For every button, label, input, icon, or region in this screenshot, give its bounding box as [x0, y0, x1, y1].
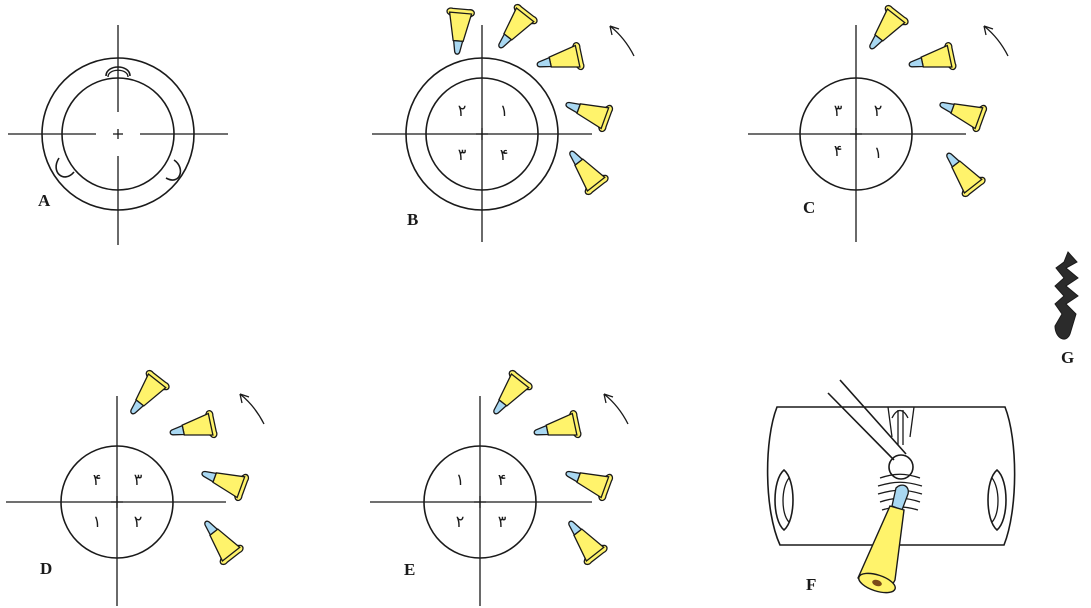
- panel-label: G: [1061, 348, 1074, 367]
- panel-label: D: [40, 559, 52, 578]
- pipe-body: [766, 406, 1016, 546]
- torch-nozzle-icon: [559, 142, 611, 197]
- rotation-arrow-icon: [983, 25, 1009, 57]
- quadrant-number: ۱: [500, 101, 509, 120]
- inner-ring: [799, 77, 913, 191]
- quadrant-number: ۱: [93, 512, 102, 531]
- inner-ring: [425, 77, 539, 191]
- panel-c: ۲ ۳ ۴ ۱ C: [748, 3, 1009, 242]
- quadrant-number: ۴: [93, 470, 102, 489]
- panel-d: ۳ ۴ ۱ ۲ D: [6, 368, 265, 606]
- spacer-block: [55, 157, 75, 178]
- panel-b: ۱ ۲ ۳ ۴ B: [372, 2, 635, 242]
- rotation-arrow-icon: [239, 393, 265, 425]
- panel-g: G: [1054, 251, 1079, 367]
- rotation-arrow-icon: [603, 393, 629, 425]
- inner-ring: [423, 445, 537, 559]
- quadrant-number: ۲: [458, 101, 467, 120]
- quadrant-number: ۳: [498, 512, 507, 531]
- panel-a: A: [8, 25, 228, 245]
- panel-label: C: [803, 198, 815, 217]
- torch-nozzle-icon: [859, 3, 911, 58]
- torch-nozzle-icon: [442, 7, 476, 57]
- panel-label: B: [407, 210, 418, 229]
- panel-e: ۴ ۱ ۲ ۳ E: [370, 368, 629, 606]
- quadrant-number: ۲: [134, 512, 143, 531]
- quadrant-number: ۲: [874, 101, 883, 120]
- electrode-rod: [827, 392, 895, 461]
- weld-joint: [887, 406, 915, 445]
- panel-label: E: [404, 560, 415, 579]
- torch-nozzle-icon: [560, 459, 615, 503]
- quadrant-number: ۱: [874, 143, 883, 162]
- panel-label: A: [38, 191, 51, 210]
- torch-nozzle-icon: [558, 512, 610, 567]
- spacer-block: [165, 159, 182, 181]
- torch-nozzle-icon: [194, 512, 246, 567]
- quadrant-number: ۴: [834, 141, 843, 160]
- torch-nozzle-icon: [905, 41, 958, 79]
- flame-tip: [891, 484, 909, 511]
- spacer-block: [105, 66, 131, 77]
- torch-nozzle-icon: [533, 41, 586, 79]
- rotation-arrow-icon: [609, 25, 635, 57]
- torch-nozzle-icon: [936, 144, 988, 199]
- outer-ring: [41, 57, 195, 211]
- torch-nozzle-icon: [560, 90, 615, 134]
- panel-label: F: [806, 575, 816, 594]
- quadrant-number: ۲: [456, 512, 465, 531]
- electrode-tip: [888, 454, 914, 480]
- outer-ring: [405, 57, 559, 211]
- quadrant-number: ۴: [500, 145, 509, 164]
- pipe-end-left: [774, 468, 794, 532]
- torch-nozzle-icon: [488, 2, 540, 57]
- pipe-end-right: [987, 468, 1007, 532]
- inner-ring: [61, 77, 175, 191]
- quadrant-number: ۴: [498, 470, 507, 489]
- quadrant-number: ۳: [458, 145, 467, 164]
- quadrant-number: ۱: [456, 470, 465, 489]
- inner-ring: [60, 445, 174, 559]
- panel-f: F: [766, 379, 1016, 594]
- torch-nozzle-icon: [196, 459, 251, 503]
- torch-nozzle-icon: [166, 409, 219, 447]
- preheat-pattern-icon: [1054, 251, 1079, 340]
- torch-nozzle-icon: [483, 368, 535, 423]
- torch-nozzle-icon: [934, 90, 989, 134]
- quadrant-number: ۳: [834, 101, 843, 120]
- torch-nozzle-icon: [120, 368, 172, 423]
- torch-nozzle-icon: [530, 409, 583, 447]
- quadrant-number: ۳: [134, 470, 143, 489]
